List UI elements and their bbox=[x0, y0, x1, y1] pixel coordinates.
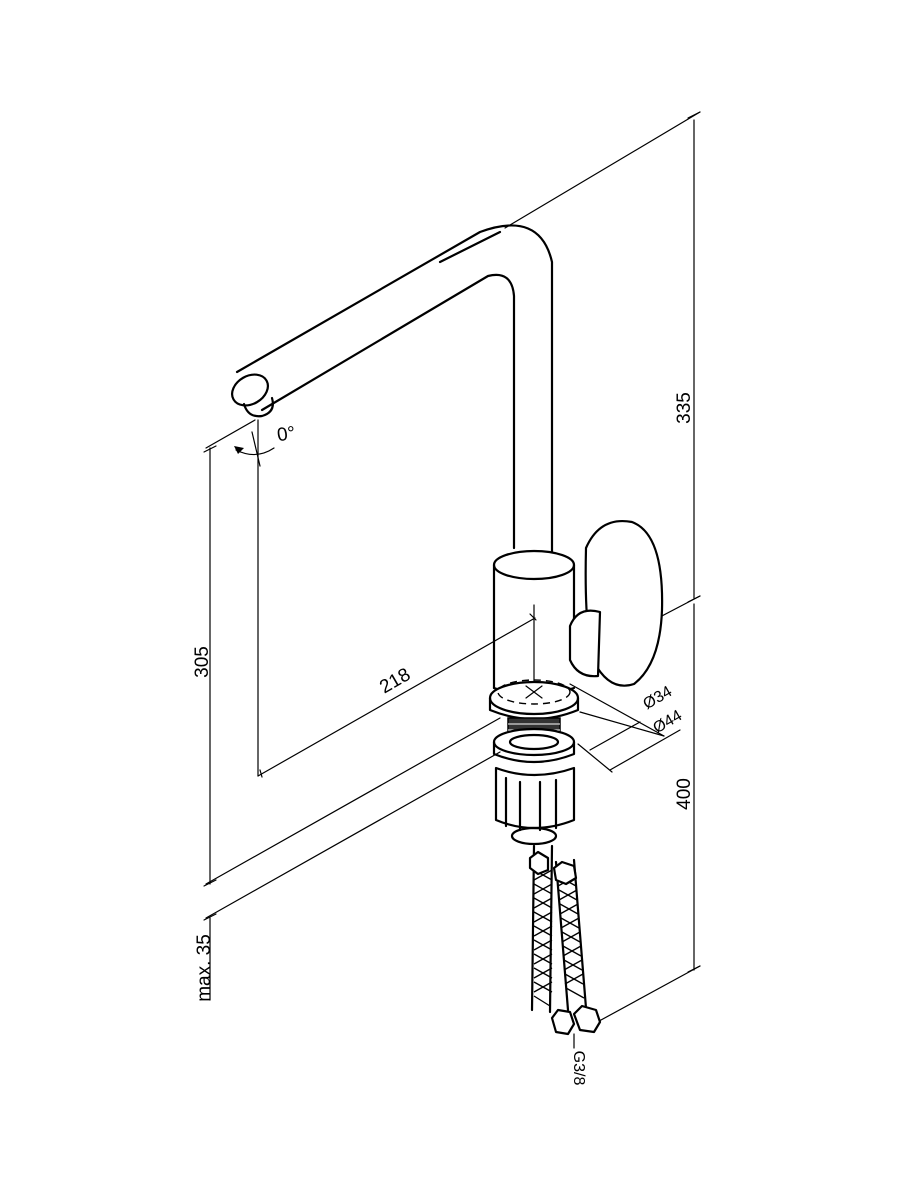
spout bbox=[231, 224, 554, 562]
dimension-lines bbox=[203, 111, 701, 1027]
dimension-labels: 335 305 218 400 max. 35 Ø34 Ø44 0° G3/8 bbox=[192, 392, 695, 1085]
dim-deck-thickness: max. 35 bbox=[194, 934, 215, 1002]
flexible-hoses bbox=[528, 844, 602, 1049]
dim-spout-height: 305 bbox=[192, 646, 213, 678]
swivel-angle-marker bbox=[234, 431, 275, 467]
dim-reach: 218 bbox=[376, 664, 414, 698]
threaded-shank bbox=[492, 717, 576, 764]
dim-height-total: 335 bbox=[674, 392, 695, 424]
dim-base-diameter: Ø44 bbox=[650, 707, 685, 737]
dim-inner-diameter: Ø34 bbox=[640, 683, 675, 713]
base-flange bbox=[488, 679, 580, 721]
dim-swivel-angle: 0° bbox=[276, 423, 297, 446]
mounting-nut bbox=[494, 766, 576, 846]
dim-hose-length: 400 bbox=[674, 778, 695, 810]
lever-handle[interactable] bbox=[568, 519, 664, 687]
dim-connection: G3/8 bbox=[570, 1051, 587, 1086]
